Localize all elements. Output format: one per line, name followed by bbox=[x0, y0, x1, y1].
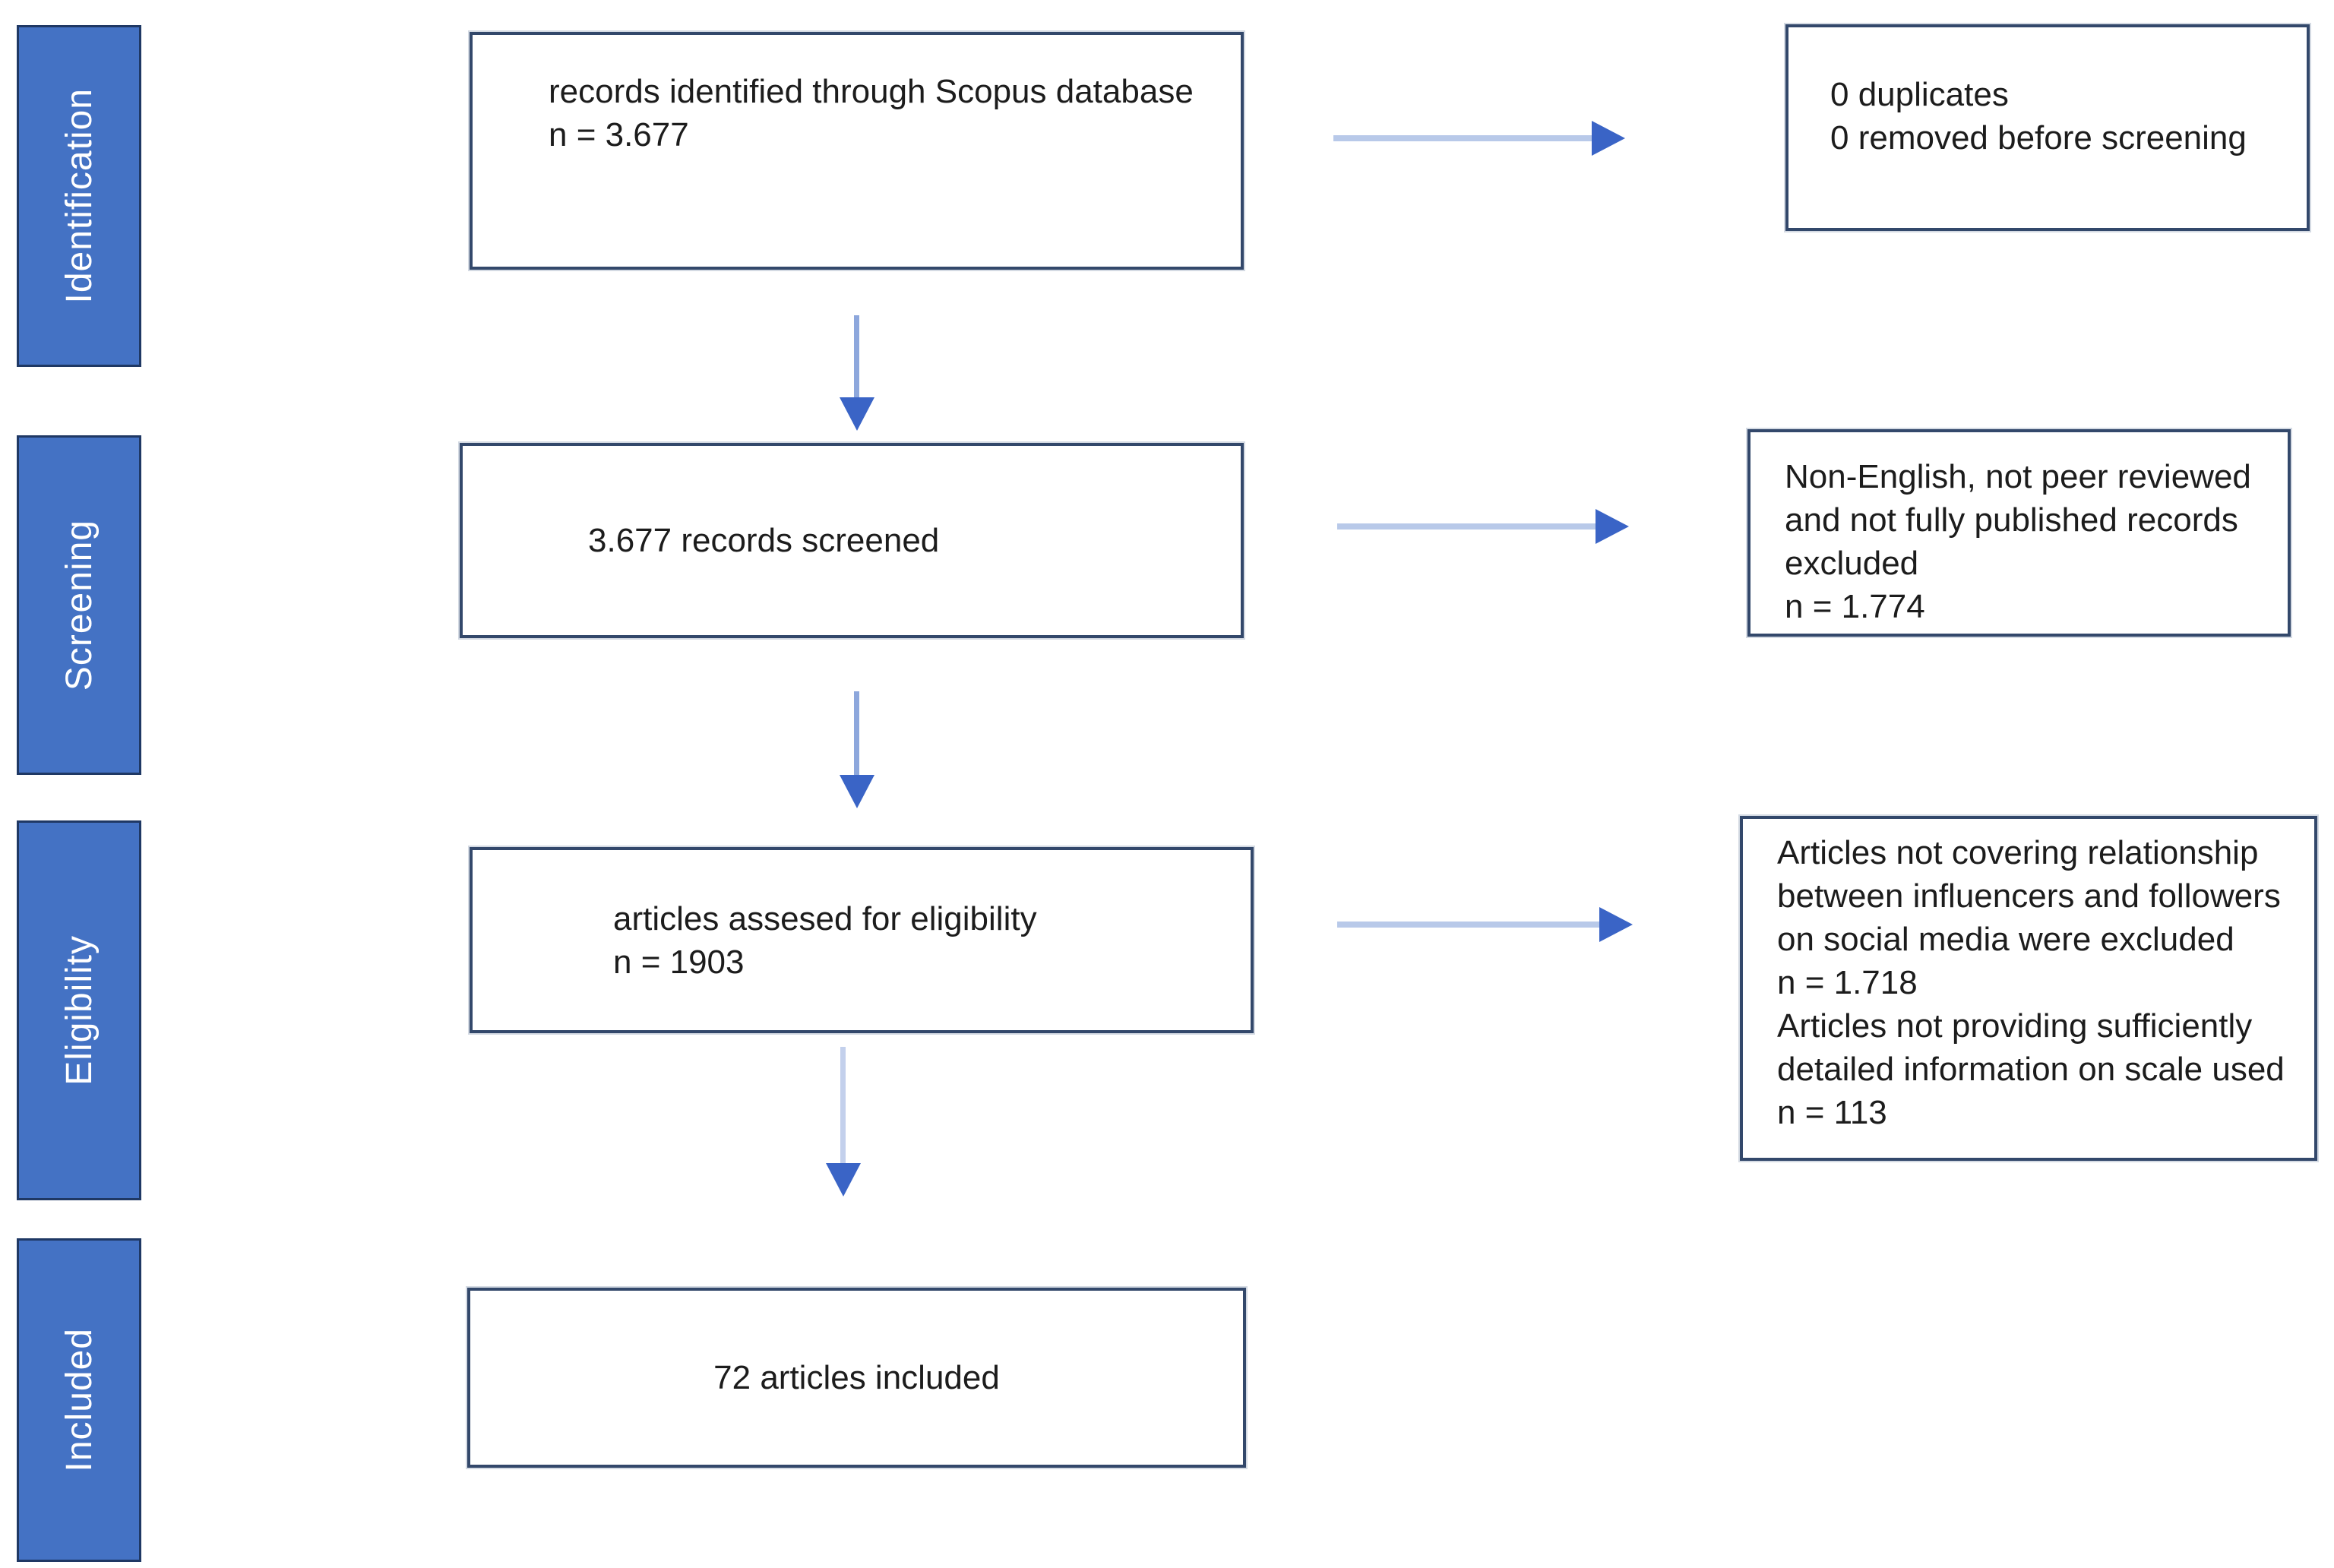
arrow-head bbox=[840, 775, 874, 808]
box-eligibility-excluded: Articles not covering relationship betwe… bbox=[1740, 816, 2317, 1161]
stage-label-text: Screening bbox=[59, 519, 100, 691]
box-duplicates-removed: 0 duplicates 0 removed before screening bbox=[1785, 24, 2310, 231]
arrow-shaft bbox=[1333, 135, 1593, 141]
arrow-shaft bbox=[854, 691, 859, 778]
box-text-line: n = 1903 bbox=[613, 943, 745, 981]
stage-label-text: Included bbox=[59, 1328, 100, 1472]
box-text-line: n = 1.718 bbox=[1777, 964, 1918, 1001]
arrow-head bbox=[1592, 121, 1625, 156]
box-records-screened: 3.677 records screened bbox=[460, 443, 1244, 638]
stage-label-eligibility: Eligibility bbox=[17, 820, 141, 1200]
box-text-line: detailed information on scale used bbox=[1777, 1051, 2285, 1088]
arrow-head bbox=[840, 397, 874, 431]
arrow-shaft bbox=[1337, 523, 1597, 530]
arrow-head bbox=[826, 1163, 861, 1197]
box-text-line: articles assesed for eligibility bbox=[613, 899, 1037, 937]
box-screening-excluded: Non-English, not peer reviewed and not f… bbox=[1747, 429, 2291, 637]
stage-label-screening: Screening bbox=[17, 435, 141, 775]
box-text-line: Non-English, not peer reviewed bbox=[1785, 458, 2251, 495]
box-text-line: n = 113 bbox=[1777, 1094, 1887, 1131]
box-articles-assessed: articles assesed for eligibility n = 190… bbox=[470, 847, 1254, 1033]
box-text-line: between influencers and followers bbox=[1777, 877, 2281, 915]
box-records-identified: records identified through Scopus databa… bbox=[470, 32, 1244, 270]
box-text-line: on social media were excluded bbox=[1777, 921, 2234, 958]
box-text-line: Articles not providing sufficiently bbox=[1777, 1007, 2253, 1045]
box-text-line: records identified through Scopus databa… bbox=[549, 73, 1194, 110]
stage-label-text: Eligibility bbox=[59, 935, 100, 1086]
box-text-line: n = 3.677 bbox=[549, 116, 689, 153]
box-text-line: and not fully published records bbox=[1785, 501, 2238, 539]
arrow-head bbox=[1599, 907, 1633, 942]
box-text-line: excluded bbox=[1785, 545, 1919, 582]
box-text-line: n = 1.774 bbox=[1785, 588, 1925, 625]
arrow-shaft bbox=[854, 315, 859, 400]
box-text-line: 0 removed before screening bbox=[1830, 119, 2247, 156]
stage-label-included: Included bbox=[17, 1238, 141, 1562]
arrow-shaft bbox=[840, 1047, 846, 1166]
box-text-line: Articles not covering relationship bbox=[1777, 834, 2259, 871]
box-text-line: 3.677 records screened bbox=[588, 522, 940, 559]
box-articles-included: 72 articles included bbox=[467, 1288, 1246, 1468]
arrow-head bbox=[1596, 509, 1629, 544]
arrow-shaft bbox=[1337, 922, 1601, 928]
stage-label-text: Identification bbox=[59, 88, 100, 304]
stage-label-identification: Identification bbox=[17, 25, 141, 367]
box-text-line: 72 articles included bbox=[713, 1359, 1000, 1396]
box-text-line: 0 duplicates bbox=[1830, 76, 2009, 113]
